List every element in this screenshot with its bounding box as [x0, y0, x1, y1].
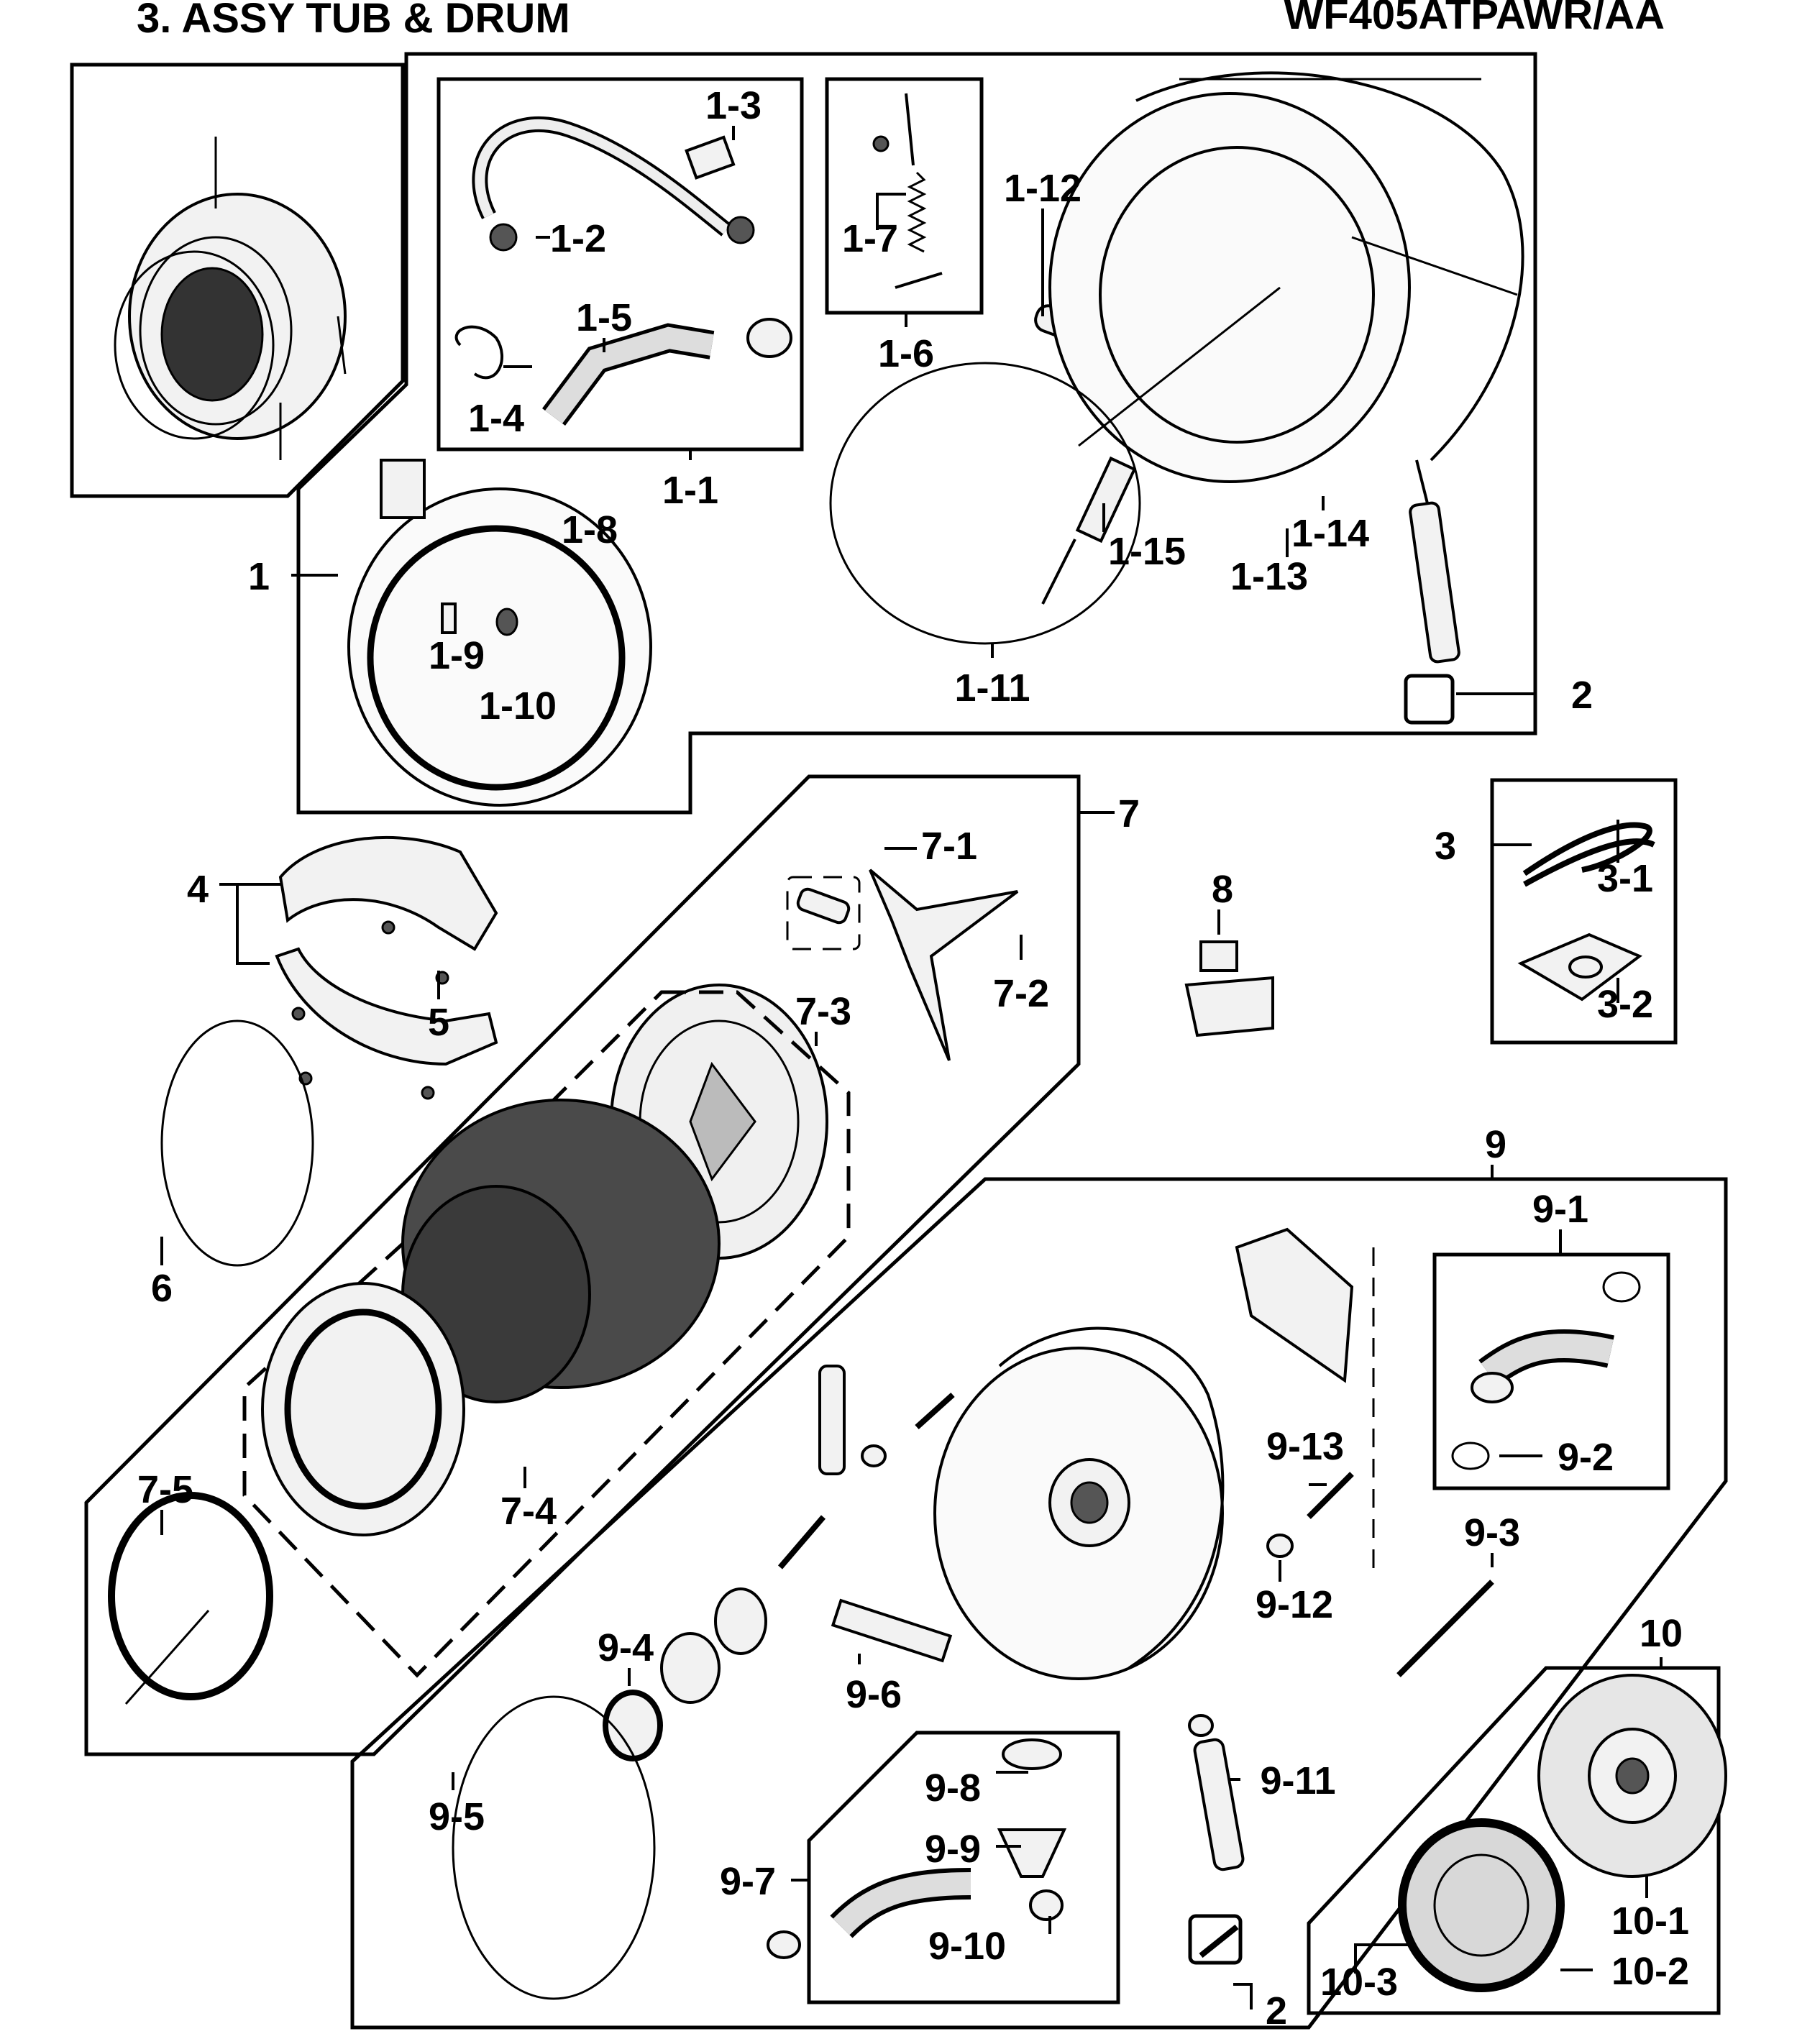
- group-1-outline: [296, 52, 1537, 815]
- part-9-4-bearings: [603, 1587, 767, 1761]
- callout-9-12: 9-12: [1256, 1583, 1333, 1626]
- part-1-6-spring-kit: [825, 77, 984, 315]
- part-7-5-drum-ring: [108, 1492, 273, 1705]
- part-8-pressure-switch: [1184, 940, 1274, 1037]
- part-2-damper-right: [1409, 459, 1460, 664]
- callout-7-1: 7-1: [921, 825, 977, 868]
- callout-1-13: 1-13: [1230, 555, 1308, 598]
- part-3-heater-box: [1490, 778, 1678, 1045]
- callout-1-1: 1-1: [662, 469, 718, 512]
- part-tub-rear: [933, 1326, 1225, 1680]
- callout-9: 9: [1485, 1123, 1506, 1166]
- part-tub-front: [1048, 71, 1524, 483]
- callout-9-6: 9-6: [846, 1673, 902, 1716]
- callout-1-14: 1-14: [1291, 512, 1369, 555]
- part-6-ring: [160, 1019, 314, 1267]
- part-9-6-bracket: [831, 1598, 953, 1663]
- callout-1-11: 1-11: [954, 666, 1030, 710]
- callout-9-9: 9-9: [925, 1828, 981, 1871]
- callout-7-4: 7-4: [500, 1490, 557, 1533]
- callout-1-7: 1-7: [842, 217, 898, 260]
- part-9-1-hose-box: [1432, 1252, 1670, 1490]
- part-9-3-sensor: [1396, 1580, 1494, 1677]
- callout-9-10: 9-10: [928, 1925, 1006, 1968]
- part-9-5-ring: [452, 1695, 656, 2000]
- callout-1-2: 1-2: [550, 217, 606, 260]
- callout-9-7: 9-7: [720, 1860, 776, 1903]
- callout-1: 1: [248, 555, 270, 598]
- part-tub-bracket: [1235, 1227, 1354, 1383]
- callout-9-13: 9-13: [1266, 1425, 1344, 1468]
- callout-3: 3: [1435, 825, 1456, 868]
- part-damper-left: [777, 1365, 955, 1569]
- callout-10-1: 10-1: [1611, 1899, 1689, 1943]
- part-10-motor-box: [1307, 1666, 1727, 2015]
- callout-1-8: 1-8: [562, 508, 618, 551]
- group-9-outline: [350, 1177, 1728, 2030]
- callout-9-8: 9-8: [925, 1766, 981, 1810]
- callout-7-3: 7-3: [795, 990, 851, 1033]
- callout-2-upper: 2: [1571, 674, 1593, 717]
- callout-8: 8: [1212, 868, 1233, 911]
- callout-9-11: 9-11: [1260, 1759, 1335, 1802]
- callout-7: 7: [1118, 792, 1140, 835]
- callout-10-2: 10-2: [1611, 1950, 1689, 1993]
- callout-7-2: 7-2: [993, 972, 1049, 1015]
- callout-9-5: 9-5: [429, 1795, 485, 1838]
- part-9-7-drain-box: [767, 1731, 1120, 2004]
- callout-2-lower: 2: [1266, 1989, 1287, 2032]
- callout-1-5: 1-5: [576, 296, 632, 339]
- callout-1-12: 1-12: [1004, 167, 1082, 210]
- assembly-overview-thumbnail: [70, 63, 405, 498]
- model-number: WF405ATPAWR/AA: [1284, 0, 1665, 38]
- callout-1-6: 1-6: [878, 332, 934, 375]
- callout-9-1: 9-1: [1532, 1188, 1588, 1231]
- part-1-11-ring: [829, 362, 1141, 645]
- callout-9-2: 9-2: [1558, 1436, 1614, 1479]
- callout-6: 6: [151, 1267, 173, 1310]
- leader-lines: [160, 126, 1663, 2009]
- callout-9-3: 9-3: [1464, 1511, 1520, 1554]
- diagram-title: 3. ASSY TUB & DRUM: [137, 0, 570, 42]
- callout-1-4: 1-4: [468, 397, 524, 440]
- part-1-1-hose-kit: [436, 77, 804, 452]
- part-1-15-damper: [1041, 456, 1137, 605]
- callout-1-3: 1-3: [705, 84, 762, 127]
- part-9-12-washer: [1266, 1534, 1294, 1558]
- part-4-weight-brackets: [275, 835, 498, 1100]
- callout-10: 10: [1640, 1612, 1683, 1655]
- group-7-outline: [84, 774, 1081, 1756]
- callout-5: 5: [428, 1001, 449, 1044]
- callout-9-4: 9-4: [598, 1626, 654, 1669]
- callout-3-2: 3-2: [1597, 983, 1653, 1026]
- callout-3-1: 3-1: [1597, 857, 1653, 900]
- callout-1-15: 1-15: [1108, 530, 1186, 573]
- part-1-8-gasket: [347, 459, 652, 807]
- part-2-bolt-box: [1404, 674, 1455, 725]
- callout-labels: 1 1-1 1-2 1-3 1-4 1-5 1-6 1-7 1-8 1-9 1-…: [137, 84, 1689, 2032]
- callout-1-10: 1-10: [479, 684, 557, 728]
- part-9-13-bolt: [1307, 1472, 1354, 1519]
- callout-7-5: 7-5: [137, 1468, 193, 1511]
- part-9-11-damper: [1188, 1714, 1245, 1871]
- part-7-4-drum: [261, 1099, 721, 1536]
- callout-4: 4: [187, 868, 209, 911]
- callout-1-9: 1-9: [429, 634, 485, 677]
- part-7-2-spider: [786, 869, 1019, 1061]
- callout-10-3: 10-3: [1320, 1961, 1398, 2004]
- part-2-bolt-box-lower: [1188, 1914, 1243, 1965]
